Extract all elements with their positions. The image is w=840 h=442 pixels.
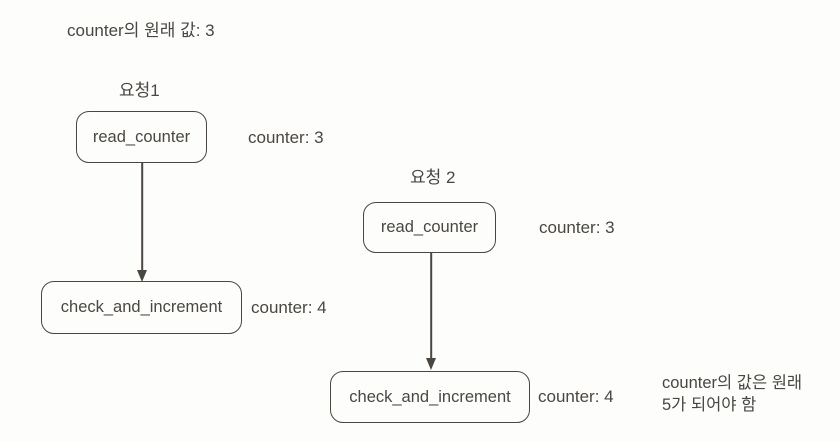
request2-read-counter-node: read_counter: [363, 202, 496, 253]
request2-read-counter-node-label: read_counter: [380, 218, 479, 236]
arrow-head-icon: [137, 270, 147, 282]
expected-value-note-line2: 5가 되어야 함: [662, 396, 757, 414]
expected-value-note: counter의 값은 원래 5가 되어야 함: [662, 372, 802, 416]
request1-read-counter-node: read_counter: [76, 111, 207, 163]
arrow-head-icon: [426, 358, 436, 370]
request1-read-result-label: counter: 3: [248, 128, 324, 147]
request2-flow-arrow: [425, 253, 437, 370]
expected-value-note-line1: counter의 값은 원래: [662, 374, 803, 392]
arrow-line: [430, 253, 432, 361]
request1-check-and-increment-node: check_and_increment: [41, 281, 242, 334]
request1-increment-result-label: counter: 4: [251, 298, 327, 317]
request1-flow-arrow: [136, 163, 148, 282]
request2-check-and-increment-node: check_and_increment: [330, 371, 530, 423]
request2-check-and-increment-node-label: check_and_increment: [349, 387, 511, 406]
request1-read-counter-node-label: read_counter: [92, 127, 191, 146]
request2-read-result-label: counter: 3: [539, 218, 615, 237]
request1-label: 요청1: [119, 81, 160, 100]
counter-initial-value-label: counter의 원래 값: 3: [67, 21, 215, 40]
request2-label: 요청 2: [410, 168, 456, 187]
arrow-line: [141, 163, 143, 273]
request2-increment-result-label: counter: 4: [538, 387, 614, 406]
request1-check-and-increment-node-label: check_and_increment: [60, 298, 223, 316]
